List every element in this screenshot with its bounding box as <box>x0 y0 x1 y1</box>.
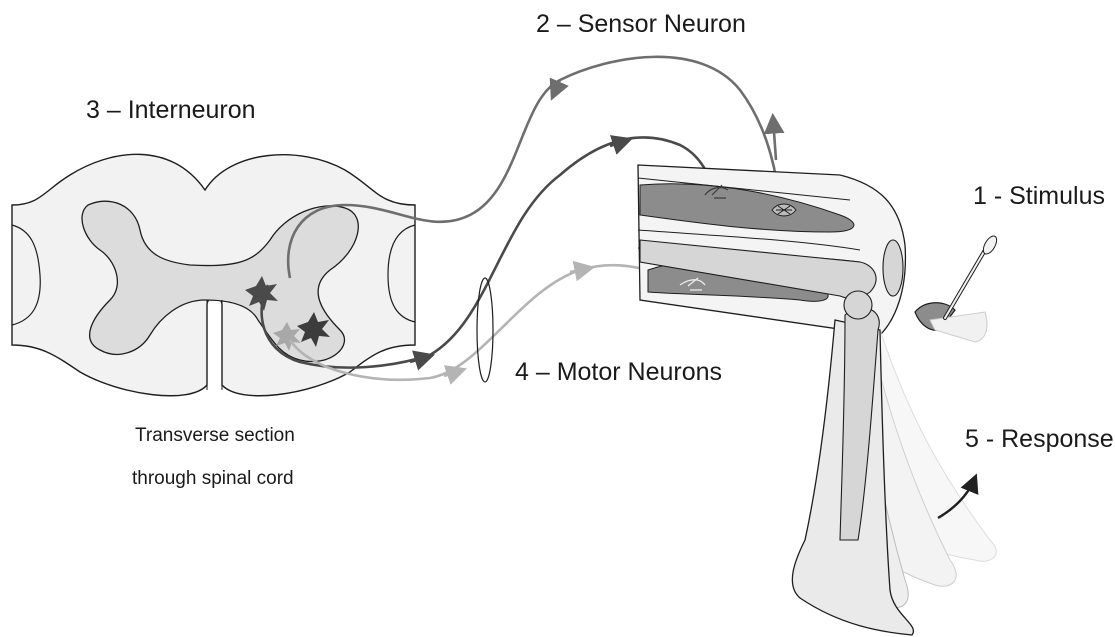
label-sensor-neuron: 2 – Sensor Neuron <box>536 10 746 39</box>
sensor-arrow-muscle <box>773 118 776 160</box>
label-motor-neurons: 4 – Motor Neurons <box>515 358 722 387</box>
kneecap <box>883 240 903 296</box>
hammer-handle-inner <box>945 250 985 318</box>
central-canal <box>207 300 222 390</box>
label-response: 5 - Response <box>965 425 1114 454</box>
caption-line-2: through spinal cord <box>132 468 294 490</box>
nerve-bundle-ellipse <box>477 278 493 382</box>
spinal-cord-section <box>12 154 415 395</box>
caption-line-1: Transverse section <box>135 425 295 447</box>
leg-illustration <box>638 165 996 635</box>
motor-light-arrow-2 <box>570 268 590 272</box>
label-interneuron: 3 – Interneuron <box>86 96 256 125</box>
label-stimulus: 1 - Stimulus <box>973 182 1105 211</box>
knee-joint <box>844 291 872 319</box>
reflex-hammer <box>915 234 999 342</box>
